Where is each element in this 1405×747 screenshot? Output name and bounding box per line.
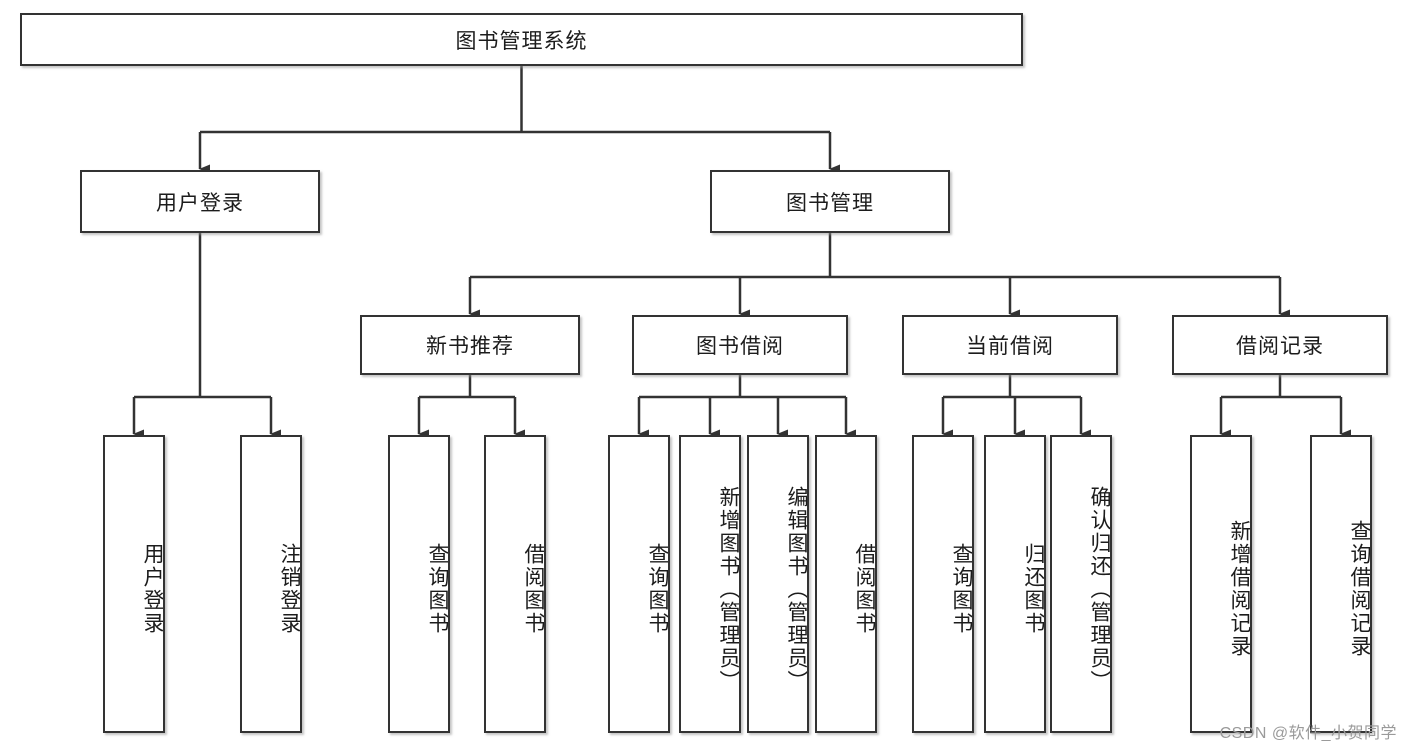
node-root[interactable]: 图书管理系统 (20, 13, 1023, 66)
node-label: 注销登录 (278, 543, 301, 635)
node-l_ret[interactable]: 归还图书 (984, 435, 1046, 733)
node-l_q3[interactable]: 查询图书 (912, 435, 974, 733)
node-label: 借阅记录 (1236, 335, 1324, 358)
node-label: 图书借阅 (696, 335, 784, 358)
node-current[interactable]: 当前借阅 (902, 315, 1118, 375)
node-l_logout[interactable]: 注销登录 (240, 435, 302, 733)
node-login[interactable]: 用户登录 (80, 170, 320, 233)
node-label: 编辑图书（管理员） (785, 485, 808, 693)
node-label: 确认归还（管理员） (1088, 485, 1111, 693)
node-newbook[interactable]: 新书推荐 (360, 315, 580, 375)
watermark-text: CSDN @软件_小贺同学 (1219, 725, 1397, 742)
node-label: 用户登录 (141, 543, 164, 635)
node-l_b2[interactable]: 借阅图书 (815, 435, 877, 733)
node-l_addrec[interactable]: 新增借阅记录 (1190, 435, 1252, 733)
node-borrow[interactable]: 图书借阅 (632, 315, 848, 375)
node-label: 查询借阅记录 (1348, 520, 1371, 658)
node-label: 归还图书 (1022, 543, 1045, 635)
node-label: 图书管理系统 (455, 29, 588, 53)
node-label: 当前借阅 (966, 335, 1054, 358)
node-l_add[interactable]: 新增图书（管理员） (679, 435, 741, 733)
node-l_b1[interactable]: 借阅图书 (484, 435, 546, 733)
node-l_login[interactable]: 用户登录 (103, 435, 165, 733)
node-label: 用户登录 (156, 191, 244, 215)
node-label: 查询图书 (950, 543, 973, 635)
node-label: 查询图书 (646, 543, 669, 635)
node-records[interactable]: 借阅记录 (1172, 315, 1388, 375)
node-label: 新增图书（管理员） (717, 485, 740, 693)
node-label: 查询图书 (426, 543, 449, 635)
node-l_qrec[interactable]: 查询借阅记录 (1310, 435, 1372, 733)
node-label: 新书推荐 (426, 335, 514, 358)
node-label: 图书管理 (786, 191, 874, 215)
node-l_q1[interactable]: 查询图书 (388, 435, 450, 733)
node-label: 新增借阅记录 (1228, 520, 1251, 658)
node-label: 借阅图书 (853, 543, 876, 635)
node-l_q2[interactable]: 查询图书 (608, 435, 670, 733)
node-l_edit[interactable]: 编辑图书（管理员） (747, 435, 809, 733)
node-l_conf[interactable]: 确认归还（管理员） (1050, 435, 1112, 733)
node-bookmgmt[interactable]: 图书管理 (710, 170, 950, 233)
edge-group (132, 66, 1351, 439)
node-label: 借阅图书 (522, 543, 545, 635)
